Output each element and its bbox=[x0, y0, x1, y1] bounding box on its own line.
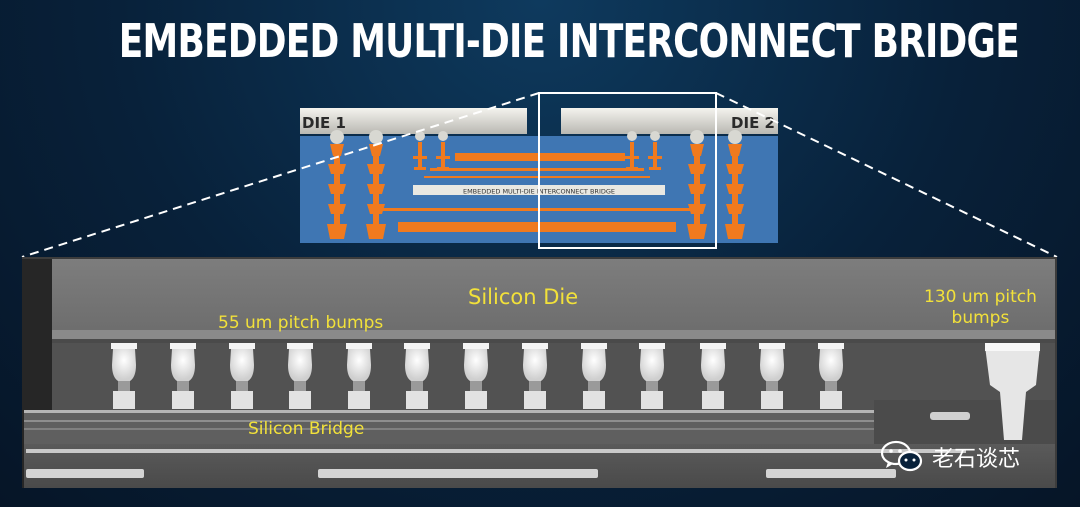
zoom-line-left bbox=[21, 92, 540, 258]
fine-pitch-label: 55 um pitch bumps bbox=[218, 313, 384, 333]
die-2-label: DIE 2 bbox=[731, 114, 775, 132]
coarse-pitch-label-line2: bumps bbox=[951, 308, 1010, 329]
die-1 bbox=[300, 108, 527, 134]
die-2 bbox=[561, 108, 778, 134]
die-1-label: DIE 1 bbox=[302, 114, 346, 132]
watermark-text: 老石谈芯 bbox=[932, 447, 1021, 472]
silicon-die-label: Silicon Die bbox=[468, 285, 579, 309]
wechat-icon bbox=[880, 440, 923, 472]
zoom-frame bbox=[538, 92, 717, 249]
coarse-pitch-label: 130 um pitch bumps bbox=[924, 287, 1037, 330]
coarse-pitch-label-line1: 130 um pitch bbox=[924, 287, 1037, 307]
sem-micrograph bbox=[22, 257, 1057, 488]
watermark: 老石谈芯 bbox=[880, 440, 1020, 474]
zoom-line-right bbox=[715, 92, 1058, 258]
page-title: EMBEDDED MULTI-DIE INTERCONNECT BRIDGE bbox=[118, 14, 1020, 68]
silicon-bridge-label: Silicon Bridge bbox=[248, 419, 365, 439]
